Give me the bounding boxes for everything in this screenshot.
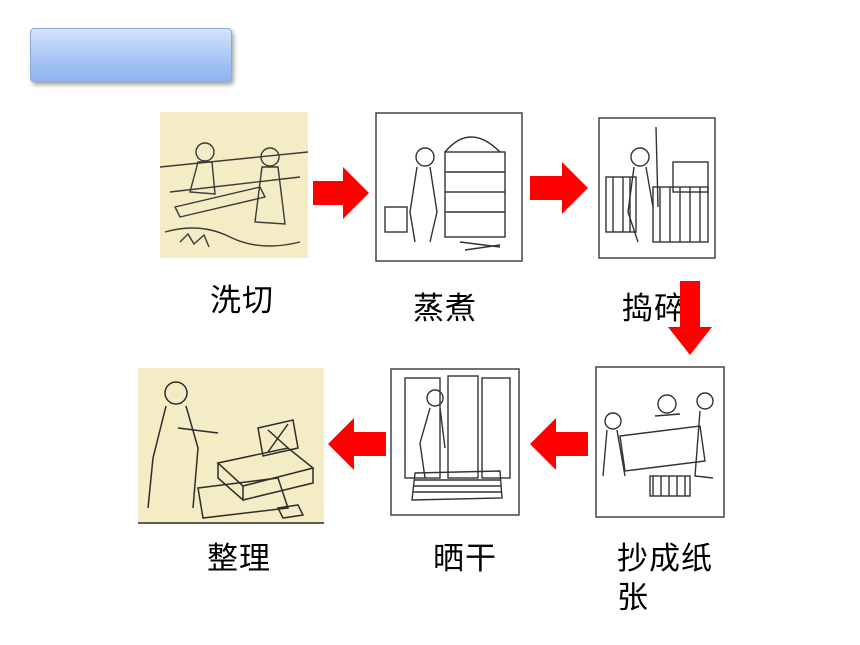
step-label-wash-cut: 洗切 (210, 283, 274, 319)
step-image-make-sheets (595, 366, 725, 518)
arrow-right-1 (313, 167, 369, 219)
step-image-arrange (138, 368, 324, 524)
step-label-arrange: 整理 (207, 541, 271, 577)
step-image-sun-dry (390, 368, 520, 516)
step-label-pound: 捣碎 (622, 291, 686, 327)
step-label-make-sheets: 抄成纸 张 (617, 541, 713, 616)
step-label-steam-boil: 蒸煮 (413, 291, 477, 327)
step-label-sun-dry: 晒干 (433, 541, 497, 577)
arrow-right-2 (530, 162, 588, 214)
step-image-steam-boil (375, 112, 523, 262)
step-image-pound (598, 117, 716, 259)
step-image-wash-cut (160, 112, 308, 258)
arrow-left-1 (530, 418, 588, 470)
title-box (30, 28, 232, 82)
arrow-down (668, 281, 712, 355)
arrow-left-2 (328, 418, 386, 470)
